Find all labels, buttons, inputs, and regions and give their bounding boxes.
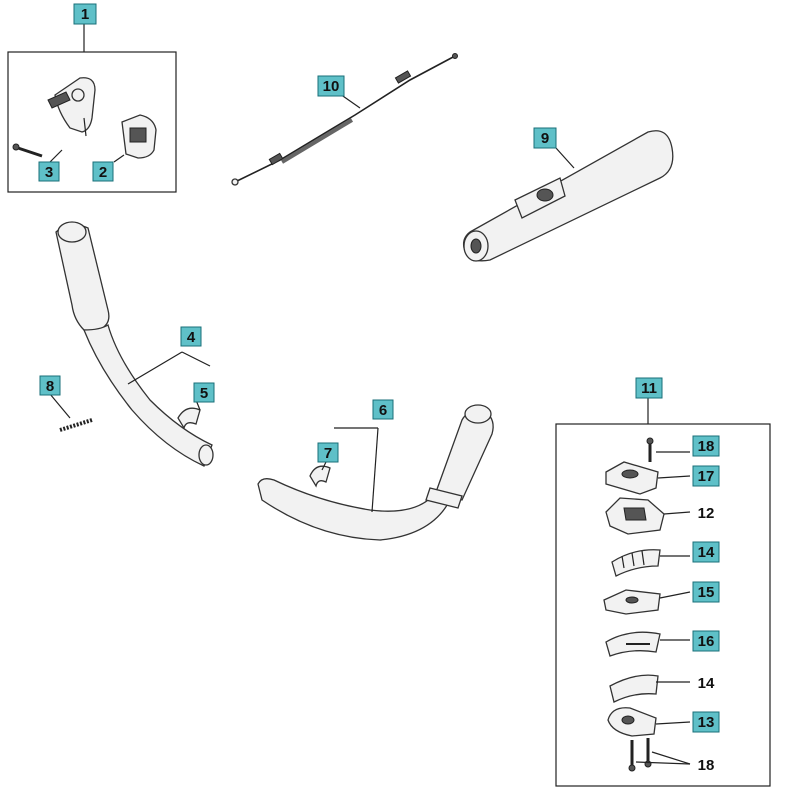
callout-2: 2 — [99, 164, 107, 181]
callout-9: 9 — [541, 130, 549, 147]
shaft-tube-part: 9 — [462, 127, 674, 262]
callout-10: 10 — [323, 78, 340, 95]
callout-5: 5 — [200, 385, 208, 402]
callout-7: 7 — [324, 445, 332, 462]
clamp-part-12 — [605, 497, 691, 535]
group-1-frame — [7, 51, 177, 193]
throttle-cable-part: 10 — [231, 53, 458, 186]
callout-9-box — [533, 127, 557, 149]
callout-3: 3 — [45, 164, 53, 181]
clamp-part-17 — [605, 461, 691, 495]
callout-8: 8 — [46, 378, 54, 395]
callout-10-box — [317, 75, 345, 97]
bolt-part-top — [646, 437, 690, 462]
throttle-housing-part — [47, 77, 96, 137]
callout-4-box — [180, 326, 202, 347]
group-11-frame — [555, 423, 771, 787]
callout-1: 1 — [81, 6, 89, 23]
clamp-part-14-top — [611, 549, 690, 577]
group-1: 1 2 3 — [7, 3, 177, 193]
group-11: 11 18 17 12 — [555, 377, 771, 787]
callout-18a-box — [692, 435, 720, 457]
callout-6: 6 — [379, 402, 387, 419]
callout-2-box — [92, 161, 114, 182]
callout-14a-box — [692, 541, 720, 563]
callout-18b: 18 — [698, 757, 715, 774]
callout-15-box — [692, 581, 720, 603]
clamp-part-16 — [605, 631, 690, 657]
callout-11: 11 — [641, 380, 657, 397]
clamp-part-13 — [607, 707, 691, 737]
clamp-part-14-bottom — [609, 674, 690, 703]
callout-17-box — [692, 465, 720, 487]
callout-14b: 14 — [698, 675, 715, 692]
callout-8-box — [39, 375, 61, 396]
callout-16-box — [692, 630, 720, 652]
bolt-part-bottom — [628, 738, 691, 772]
callout-12: 12 — [698, 505, 715, 522]
right-handle-part: 6 — [257, 399, 494, 541]
callout-14a: 14 — [698, 544, 715, 561]
callout-3-box — [38, 161, 60, 182]
pad-part — [121, 114, 157, 159]
callout-13: 13 — [698, 714, 715, 731]
clamp-part-15 — [603, 589, 691, 615]
left-handle-part: 4 — [55, 221, 214, 467]
clip-part-5: 5 — [177, 382, 215, 430]
callout-15: 15 — [698, 584, 715, 601]
callout-17: 17 — [698, 468, 715, 485]
callout-18a: 18 — [698, 438, 715, 455]
spring-part: 8 — [39, 375, 93, 432]
callout-5-box — [193, 382, 215, 403]
screw-part — [12, 143, 43, 158]
clip-part-7: 7 — [309, 442, 339, 488]
callout-11-box — [635, 377, 663, 399]
callout-4: 4 — [187, 329, 196, 346]
callout-1-box — [73, 3, 97, 25]
callout-16: 16 — [698, 633, 715, 650]
callout-7-box — [317, 442, 339, 463]
callout-6-box — [372, 399, 394, 420]
callout-13-box — [692, 711, 720, 733]
